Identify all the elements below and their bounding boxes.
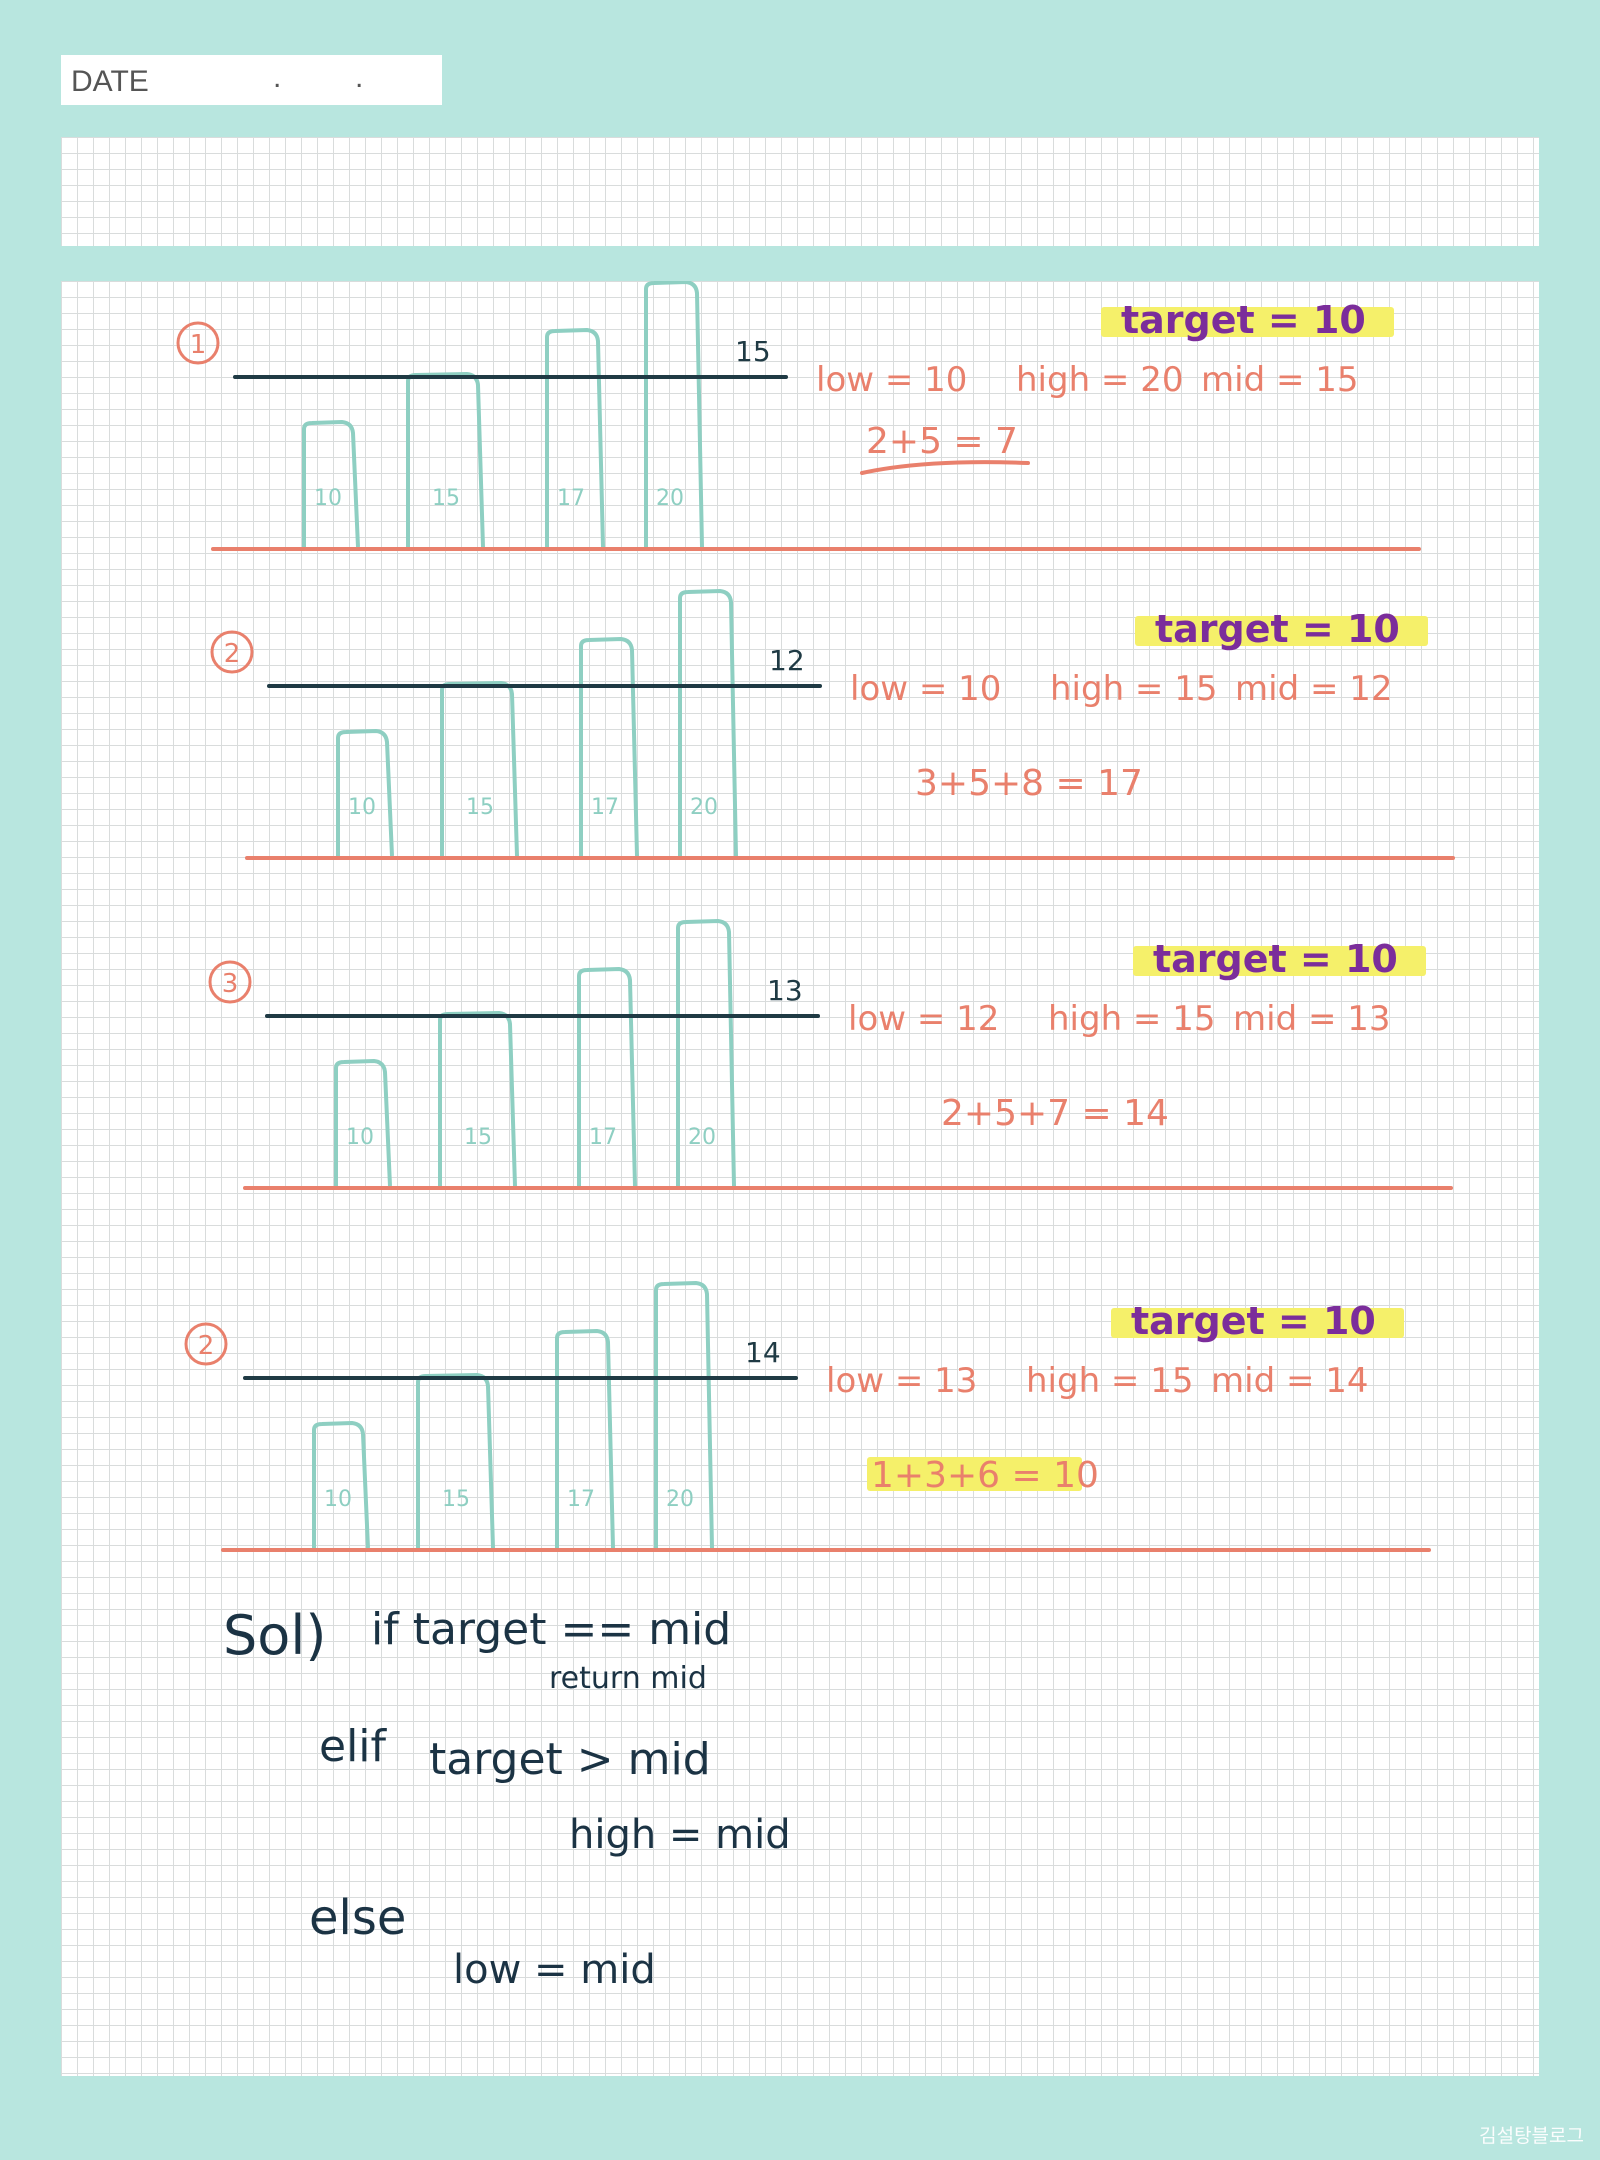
watermark: 김설탕블로그 xyxy=(1479,2125,1584,2147)
solution-else-keyword: else xyxy=(309,1890,406,1946)
solution-else-body: low = mid xyxy=(453,1947,656,1993)
bar-label: 17 xyxy=(589,1125,617,1150)
target-highlight xyxy=(1133,946,1426,976)
date-separator: . xyxy=(273,61,282,94)
tree-bar xyxy=(676,919,736,1187)
step-marker: 1 xyxy=(190,330,207,360)
step-marker: 3 xyxy=(222,969,239,999)
target-highlight xyxy=(1135,616,1428,646)
target-label: target = 10 xyxy=(1153,937,1398,981)
solution-prefix: Sol) xyxy=(223,1604,326,1667)
tree-bar xyxy=(579,637,639,857)
bar-label: 10 xyxy=(346,1125,374,1150)
tree-bar xyxy=(302,420,360,548)
mid-value: mid = 15 xyxy=(1201,360,1359,400)
date-label: DATE xyxy=(71,65,149,98)
cut-label: 13 xyxy=(767,974,803,1007)
tree-bar xyxy=(555,1329,615,1549)
high-value: high = 20 xyxy=(1016,360,1184,400)
step-marker: 2 xyxy=(224,639,241,669)
bar-label: 20 xyxy=(666,1487,694,1512)
solution-return: return mid xyxy=(549,1661,707,1696)
solution-elif-body: high = mid xyxy=(569,1812,791,1858)
target-label: target = 10 xyxy=(1155,607,1400,651)
solution-elif-condition: target > mid xyxy=(429,1734,711,1785)
bar-label: 17 xyxy=(591,795,619,820)
tree-bar xyxy=(545,328,605,548)
step-marker-circle xyxy=(184,1322,228,1366)
tree-bar xyxy=(406,372,485,548)
mid-value: mid = 13 xyxy=(1233,999,1391,1039)
bar-label: 10 xyxy=(314,486,342,511)
tree-bar xyxy=(678,589,738,857)
target-highlight xyxy=(1101,307,1394,337)
target-highlight xyxy=(1111,1308,1404,1338)
high-value: high = 15 xyxy=(1050,669,1218,709)
bar-label: 20 xyxy=(656,486,684,511)
mid-value: mid = 14 xyxy=(1211,1361,1369,1401)
sum-value: 2+5 = 7 xyxy=(866,421,1018,462)
sum-value: 3+5+8 = 17 xyxy=(915,763,1143,804)
target-label: target = 10 xyxy=(1131,1299,1376,1343)
low-value: low = 10 xyxy=(850,669,1001,709)
title-area xyxy=(61,137,1539,246)
cut-label: 12 xyxy=(769,644,805,677)
tree-bar xyxy=(644,281,704,548)
step-marker-circle xyxy=(208,960,252,1004)
low-value: low = 10 xyxy=(816,360,967,400)
tree-bar xyxy=(312,1421,370,1549)
target-label: target = 10 xyxy=(1121,298,1366,342)
notes-area: 10 15 17 20 15 1 target = 10 low = 10 high = 20 m… xyxy=(61,281,1539,2076)
tree-bar xyxy=(577,967,637,1187)
sum-underline xyxy=(860,460,1030,475)
handwritten-notes: 10 15 17 20 15 1 target = 10 low = 10 high = 20 m… xyxy=(176,281,1455,1993)
bar-label: 20 xyxy=(690,795,718,820)
mid-value: mid = 12 xyxy=(1235,669,1393,709)
date-field: DATE . . xyxy=(61,55,442,105)
bar-label: 10 xyxy=(348,795,376,820)
bar-label: 15 xyxy=(464,1125,492,1150)
tree-bar xyxy=(438,1011,517,1187)
bar-label: 17 xyxy=(567,1487,595,1512)
cut-label: 15 xyxy=(735,335,771,368)
tree-bar xyxy=(334,1059,392,1187)
bar-label: 20 xyxy=(688,1125,716,1150)
sum-value: 1+3+6 = 10 xyxy=(871,1455,1099,1496)
bar-label: 15 xyxy=(442,1487,470,1512)
sum-value: 2+5+7 = 14 xyxy=(941,1093,1169,1134)
tree-bar xyxy=(416,1373,495,1549)
tree-bar xyxy=(440,681,519,857)
low-value: low = 13 xyxy=(826,1361,977,1401)
step-marker-circle xyxy=(176,321,220,365)
high-value: high = 15 xyxy=(1048,999,1216,1039)
cut-label: 14 xyxy=(745,1336,781,1369)
high-value: high = 15 xyxy=(1026,1361,1194,1401)
solution-elif-keyword: elif xyxy=(319,1721,388,1772)
low-value: low = 12 xyxy=(848,999,999,1039)
bar-label: 15 xyxy=(466,795,494,820)
date-separator: . xyxy=(355,61,364,94)
step-marker: 2 xyxy=(198,1331,215,1361)
sum-highlight xyxy=(867,1457,1082,1491)
bar-label: 10 xyxy=(324,1487,352,1512)
tree-bar xyxy=(654,1281,714,1549)
step-marker-circle xyxy=(210,630,254,674)
bar-label: 17 xyxy=(557,486,585,511)
tree-bar xyxy=(336,729,394,857)
bar-label: 15 xyxy=(432,486,460,511)
solution-if: if target == mid xyxy=(371,1604,731,1655)
